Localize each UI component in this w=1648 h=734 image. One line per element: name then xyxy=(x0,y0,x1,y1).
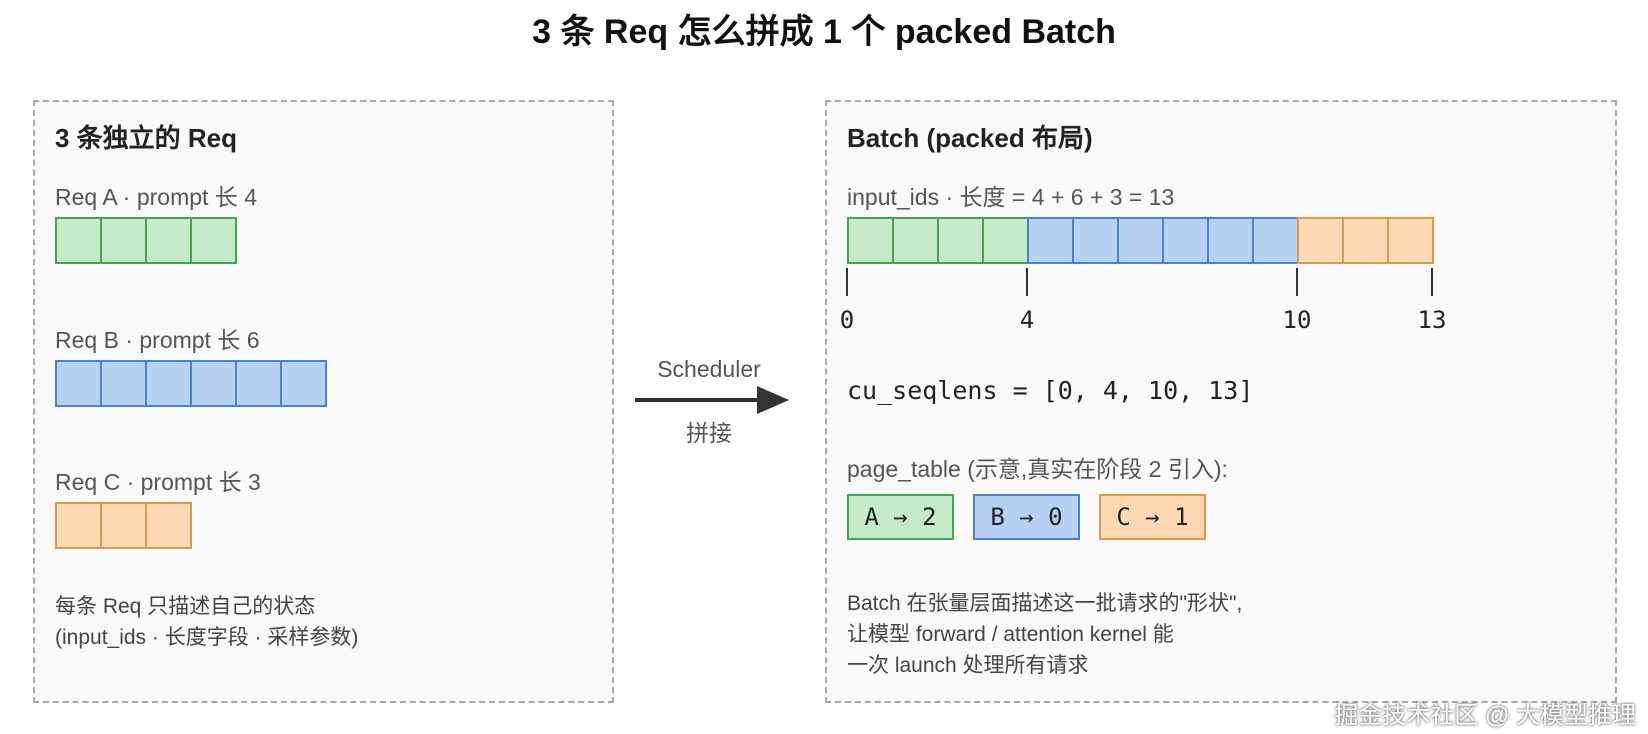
left-note-line-2: (input_ids · 长度字段 · 采样参数) xyxy=(55,626,359,649)
req-c-token-cell xyxy=(55,502,102,549)
req-c-label: Req C · prompt 长 3 xyxy=(55,469,261,495)
req-b-token-cell xyxy=(55,360,102,407)
offset-label: 13 xyxy=(1417,306,1447,334)
independent-requests-panel: 3 条独立的 Req Req A · prompt 长 4 Req B · pr… xyxy=(33,100,614,703)
req-b-token-row xyxy=(55,360,327,407)
offset-label: 0 xyxy=(839,306,855,334)
page-table-entry-b: B → 0 xyxy=(973,494,1080,540)
right-note-line-1: Batch 在张量层面描述这一批请求的"形状", xyxy=(847,592,1243,615)
req-b-token-cell xyxy=(100,360,147,407)
req-b-token-cell xyxy=(190,360,237,407)
right-panel-title: Batch (packed 布局) xyxy=(847,123,1093,153)
left-panel-note: 每条 Req 只描述自己的状态 (input_ids · 长度字段 · 采样参数… xyxy=(55,591,358,653)
packed-req-b-token-cell xyxy=(1207,217,1254,264)
req-a-token-row xyxy=(55,217,237,264)
diagram-title: 3 条 Req 怎么拼成 1 个 packed Batch xyxy=(532,13,1116,51)
packed-req-a-token-cell xyxy=(937,217,984,264)
req-b-token-cell xyxy=(235,360,282,407)
packed-req-a-token-cell xyxy=(892,217,939,264)
req-a-token-cell xyxy=(55,217,102,264)
packed-batch-panel: Batch (packed 布局) input_ids · 长度 = 4 + 6… xyxy=(825,100,1617,703)
right-arrow-icon xyxy=(635,386,789,414)
packed-input-ids-row xyxy=(847,217,1434,264)
packed-req-a-token-cell xyxy=(847,217,894,264)
req-c-token-cell xyxy=(100,502,147,549)
req-b-label: Req B · prompt 长 6 xyxy=(55,327,260,353)
req-b-token-cell xyxy=(145,360,192,407)
offset-tick xyxy=(1431,268,1433,296)
packed-req-c-token-cell xyxy=(1387,217,1434,264)
packed-req-b-token-cell xyxy=(1072,217,1119,264)
req-c-token-row xyxy=(55,502,192,549)
page-table-entry-a: A → 2 xyxy=(847,494,954,540)
req-c-token-cell xyxy=(145,502,192,549)
req-a-token-cell xyxy=(145,217,192,264)
packed-req-c-token-cell xyxy=(1342,217,1389,264)
packed-req-b-token-cell xyxy=(1027,217,1074,264)
packed-req-a-token-cell xyxy=(982,217,1029,264)
right-note-line-3: 一次 launch 处理所有请求 xyxy=(847,654,1089,677)
page-table-entry-c: C → 1 xyxy=(1099,494,1206,540)
right-note-line-2: 让模型 forward / attention kernel 能 xyxy=(847,623,1174,646)
left-panel-title: 3 条独立的 Req xyxy=(55,123,238,153)
left-note-line-1: 每条 Req 只描述自己的状态 xyxy=(55,595,316,618)
packed-req-b-token-cell xyxy=(1162,217,1209,264)
offset-tick xyxy=(846,268,848,296)
offset-tick xyxy=(1296,268,1298,296)
cu-seqlens-text: cu_seqlens = [0, 4, 10, 13] xyxy=(847,376,1254,405)
watermark: 掘金技术社区 @ 大模型推理 xyxy=(1334,702,1636,729)
req-a-token-cell xyxy=(100,217,147,264)
page-table-label: page_table (示意,真实在阶段 2 引入): xyxy=(847,456,1228,482)
offset-label: 10 xyxy=(1282,306,1312,334)
packed-req-c-token-cell xyxy=(1297,217,1344,264)
packed-req-b-token-cell xyxy=(1117,217,1164,264)
right-panel-note: Batch 在张量层面描述这一批请求的"形状", 让模型 forward / a… xyxy=(847,588,1242,681)
packed-req-b-token-cell xyxy=(1252,217,1299,264)
req-a-label: Req A · prompt 长 4 xyxy=(55,184,257,210)
scheduler-label: Scheduler xyxy=(657,356,761,382)
input-ids-label: input_ids · 长度 = 4 + 6 + 3 = 13 xyxy=(847,184,1175,210)
req-a-token-cell xyxy=(190,217,237,264)
offset-label: 4 xyxy=(1019,306,1035,334)
concat-label: 拼接 xyxy=(686,420,732,446)
req-b-token-cell xyxy=(280,360,327,407)
offset-tick xyxy=(1026,268,1028,296)
